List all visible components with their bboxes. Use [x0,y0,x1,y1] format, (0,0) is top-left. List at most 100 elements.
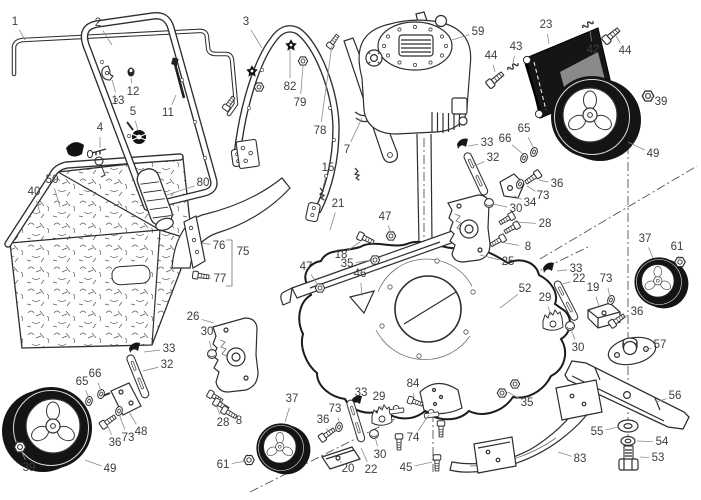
cap-nut-30 [484,198,494,208]
part-number-44: 44 [485,50,498,62]
nut-47 [314,283,326,293]
part-number-47: 47 [379,211,392,223]
deflector-plate [555,379,603,421]
bolt-36 [523,168,543,187]
part-number-37: 37 [639,233,652,245]
leader-line-47 [387,225,392,234]
leader-line-47 [310,274,319,286]
part-number-42: 42 [587,44,600,56]
part-number-4: 4 [97,122,104,134]
leader-line-23 [547,33,550,45]
leader-line-8 [230,411,234,415]
leader-line-66 [511,144,524,155]
bolt-45 [432,454,442,472]
part-number-5: 5 [130,106,136,118]
part-number-39: 39 [655,96,668,108]
leader-line-35 [355,259,373,263]
part-number-66: 66 [499,133,512,145]
part-number-8: 8 [236,415,242,427]
part-number-74: 74 [407,432,420,444]
blade-washer-55 [617,419,639,433]
leader-line-57 [645,347,652,351]
leader-line-73 [607,287,611,298]
leader-line-29 [547,306,552,316]
part-number-7: 7 [344,144,350,156]
leader-line-52 [499,294,519,309]
part-number-22: 22 [573,273,586,285]
part-number-35: 35 [341,258,354,270]
part-number-29: 29 [539,292,552,304]
engine [358,14,472,246]
height-adjuster-left [84,317,259,431]
wheel-nut-61 [674,256,686,268]
part-number-59: 59 [472,26,485,38]
blade-assembly [564,336,690,471]
blade-bolt-53 [618,445,639,471]
part-number-79: 79 [294,97,307,109]
cable-tie-11 [171,57,186,99]
leader-line-22 [562,281,571,285]
handle-holes [100,60,207,160]
part-number-73: 73 [329,403,342,415]
leader-line-2 [102,30,113,46]
part-number-56: 56 [669,390,682,402]
part-number-84: 84 [407,378,420,390]
leader-line-43 [512,55,515,64]
part-number-33: 33 [570,263,583,275]
leader-line-25 [479,254,500,261]
leader-line-30 [374,436,378,447]
leader-line-36 [106,423,112,435]
rear-skirt-assembly [171,177,291,287]
bolt-45 [436,420,446,438]
leader-line-20 [339,460,342,463]
leader-line-45 [414,461,433,467]
part-number-54: 54 [656,436,669,448]
leader-line-49 [627,141,646,151]
leader-line-44 [492,64,496,73]
leader-line-39 [650,96,654,99]
grip-33 [543,262,554,273]
leader-line-66 [97,382,102,392]
front-bracket-right [542,262,627,331]
part-number-18: 18 [335,249,348,261]
part-number-13: 13 [112,95,125,107]
leader-line-36 [620,314,629,319]
adjuster-plate-25 [447,194,491,263]
part-number-57: 57 [654,339,667,351]
spring-42 [581,18,595,31]
part-number-80: 80 [197,177,210,189]
part-number-44: 44 [619,45,632,57]
part-number-52: 52 [519,283,532,295]
air-grill [398,34,434,57]
upper-handle-assembly [66,12,218,231]
leader-line-73 [118,413,126,430]
leader-line-29 [380,405,383,412]
leader-line-36 [538,179,549,183]
part-number-11: 11 [162,107,174,119]
leader-line-65 [85,390,90,399]
carriage-bolt-78 [325,32,341,51]
leader-line-40 [36,200,41,214]
leader-line-18 [348,241,361,251]
part-number-23: 23 [540,19,553,31]
leader-line-55 [605,426,619,431]
leader-line-1 [19,29,26,41]
part-number-78: 78 [314,125,327,137]
leader-line-22 [360,447,368,462]
leader-line-56 [655,398,667,403]
part-number-28: 28 [217,417,230,429]
part-number-15: 15 [322,162,335,174]
axle-plate-20 [321,446,361,470]
front-wheel-37 [256,423,311,475]
part-number-73: 73 [122,432,135,444]
spring-43 [506,60,520,73]
wheel-nut-39 [13,441,27,453]
handle-grip-80 [136,168,174,231]
deck-bolt-holes [379,258,476,359]
leader-line-32 [473,161,485,167]
part-number-33: 33 [355,387,368,399]
fuel-cap [365,49,383,67]
bag-handle-cutout [111,264,151,286]
